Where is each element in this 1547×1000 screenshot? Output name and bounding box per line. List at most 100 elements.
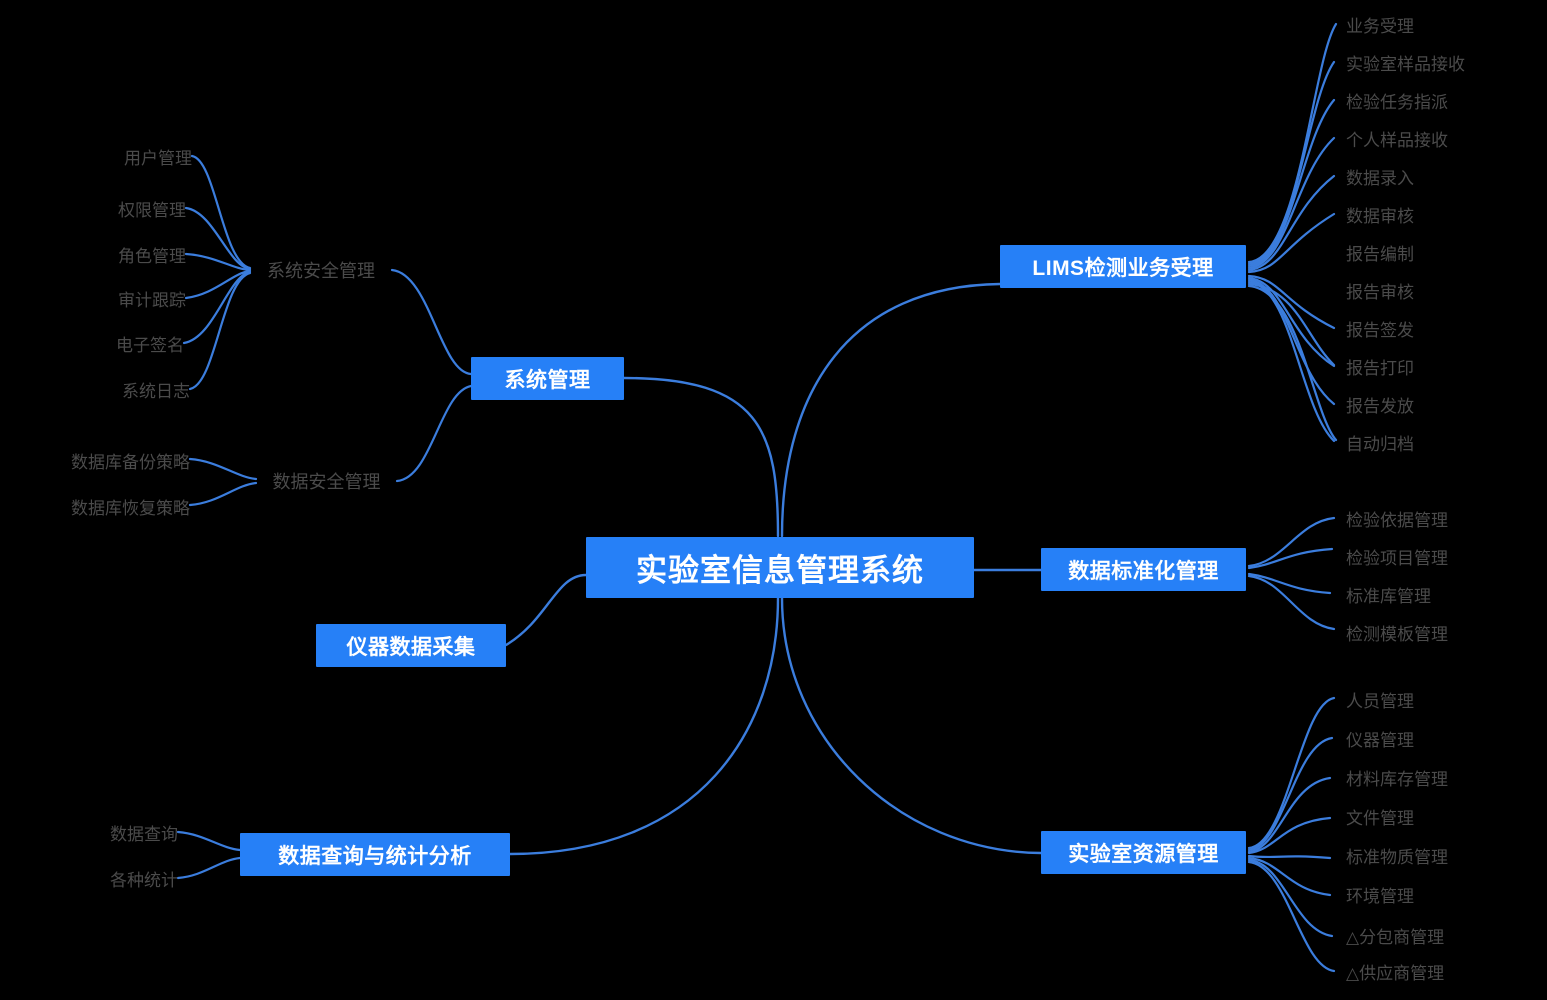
edge-security-to-audit <box>184 269 252 300</box>
edge-resource-to-item-6 <box>1247 858 1334 938</box>
leaf-label: 各种统计 <box>110 870 178 890</box>
leaf-user-management[interactable]: 用户管理 <box>62 142 192 170</box>
leaf-auto-archiving[interactable]: 自动归档 <box>1346 428 1536 456</box>
leaf-data-entry[interactable]: 数据录入 <box>1346 162 1536 190</box>
edge-resource-to-item-7 <box>1247 860 1336 973</box>
leaf-label: 业务受理 <box>1346 16 1414 36</box>
branch-node-laboratory-resource-management[interactable]: 实验室资源管理 <box>1041 831 1246 874</box>
leaf-label: 标准库管理 <box>1346 586 1431 606</box>
leaf-role-management[interactable]: 角色管理 <box>56 240 186 268</box>
branch-label-system-management: 系统管理 <box>504 368 591 392</box>
leaf-label: 文件管理 <box>1346 808 1414 828</box>
leaf-report-printing[interactable]: 报告打印 <box>1346 352 1536 380</box>
leaf-subcontractor-management[interactable]: △分包商管理 <box>1346 921 1536 949</box>
branch-label-data-query-and-statistical-analysis: 数据查询与统计分析 <box>278 844 472 868</box>
branch-label-lims-testing-business-acceptance: LIMS检测业务受理 <box>1032 256 1214 280</box>
leaf-material-inventory-management[interactable]: 材料库存管理 <box>1346 763 1536 791</box>
edge-lims-to-item-5 <box>1247 212 1336 274</box>
leaf-report-issuance[interactable]: 报告签发 <box>1346 314 1536 342</box>
edge-lims-to-item-1 <box>1247 60 1336 266</box>
edge-standardization-to-item-1 <box>1247 547 1334 570</box>
leaf-reference-material-management[interactable]: 标准物质管理 <box>1346 841 1536 869</box>
edge-lims-to-item-4 <box>1247 174 1336 272</box>
leaf-label: 数据审核 <box>1346 206 1414 226</box>
edge-root-to-instrument-data-acquisition <box>504 573 588 647</box>
edge-resource-to-item-2 <box>1247 776 1332 854</box>
edge-standardization-to-item-3 <box>1247 574 1336 631</box>
edge-lims-to-item-7 <box>1247 276 1336 368</box>
edge-standardization-to-item-0 <box>1247 516 1336 568</box>
leaf-label: 数据录入 <box>1346 168 1414 188</box>
leaf-label: 报告签发 <box>1346 320 1414 340</box>
edge-security-to-system-log <box>188 271 252 391</box>
leaf-label: 数据库恢复策略 <box>71 498 190 518</box>
leaf-test-template-management[interactable]: 检测模板管理 <box>1346 618 1536 646</box>
leaf-label: △供应商管理 <box>1346 963 1445 983</box>
root-node-label: 实验室信息管理系统 <box>636 553 924 588</box>
leaf-label: 检验依据管理 <box>1346 510 1448 530</box>
leaf-data-review[interactable]: 数据审核 <box>1346 200 1536 228</box>
branch-node-instrument-data-acquisition[interactable]: 仪器数据采集 <box>316 624 506 667</box>
leaf-system-log[interactable]: 系统日志 <box>60 375 190 403</box>
leaf-database-restore-policy[interactable]: 数据库恢复策略 <box>20 492 190 520</box>
edge-lims-to-item-3 <box>1247 136 1336 270</box>
leaf-instrument-management[interactable]: 仪器管理 <box>1346 724 1536 752</box>
leaf-standard-library-management[interactable]: 标准库管理 <box>1346 580 1536 608</box>
leaf-document-management[interactable]: 文件管理 <box>1346 802 1536 830</box>
edge-lims-to-item-8 <box>1247 278 1336 406</box>
edge-data-security-to-restore <box>188 481 258 507</box>
leaf-audit-trail[interactable]: 审计跟踪 <box>56 284 186 312</box>
edge-resource-to-item-5 <box>1247 856 1332 897</box>
leaf-personal-sample-receiving[interactable]: 个人样品接收 <box>1346 124 1536 152</box>
leaf-various-statistics[interactable]: 各种统计 <box>58 864 178 892</box>
leaf-label: 检测模板管理 <box>1346 624 1448 644</box>
leaf-permission-management[interactable]: 权限管理 <box>56 194 186 222</box>
leaf-inspection-item-management[interactable]: 检验项目管理 <box>1346 542 1536 570</box>
leaf-report-preparation[interactable]: 报告编制 <box>1346 238 1536 266</box>
leaf-lab-sample-receiving[interactable]: 实验室样品接收 <box>1346 48 1536 76</box>
edge-resource-to-item-3 <box>1247 816 1332 855</box>
leaf-label: 标准物质管理 <box>1346 847 1448 867</box>
branch-label-instrument-data-acquisition: 仪器数据采集 <box>346 635 476 659</box>
edge-system-management-to-data-security <box>395 384 473 483</box>
edge-root-to-data-query <box>508 596 780 856</box>
leaf-label: 材料库存管理 <box>1346 769 1448 789</box>
leaf-business-acceptance[interactable]: 业务受理 <box>1346 10 1536 38</box>
root-node[interactable]: 实验室信息管理系统 <box>586 537 974 598</box>
edge-lims-to-item-9 <box>1247 280 1336 443</box>
branch-node-data-query-and-statistical-analysis[interactable]: 数据查询与统计分析 <box>240 833 510 876</box>
leaf-label: 个人样品接收 <box>1346 130 1448 150</box>
subnode-data-security-management[interactable]: 数据安全管理 <box>256 466 397 496</box>
leaf-label: 审计跟踪 <box>118 290 186 310</box>
subnode-system-security-management[interactable]: 系统安全管理 <box>250 255 392 285</box>
leaf-electronic-signature[interactable]: 电子签名 <box>54 329 184 357</box>
leaf-personnel-management[interactable]: 人员管理 <box>1346 685 1536 713</box>
branch-node-lims-testing-business-acceptance[interactable]: LIMS检测业务受理 <box>1000 245 1246 288</box>
leaf-label: 报告审核 <box>1346 282 1414 302</box>
leaf-label: 报告打印 <box>1346 358 1414 378</box>
edge-lims-to-item-10 <box>1247 282 1336 367</box>
leaf-supplier-management[interactable]: △供应商管理 <box>1346 957 1536 985</box>
leaf-label: 用户管理 <box>124 148 192 168</box>
leaf-data-query[interactable]: 数据查询 <box>58 818 178 846</box>
edge-system-management-to-system-security <box>390 268 473 376</box>
branch-label-laboratory-resource-management: 实验室资源管理 <box>1068 842 1219 866</box>
leaf-report-review[interactable]: 报告审核 <box>1346 276 1536 304</box>
leaf-label: 环境管理 <box>1346 886 1414 906</box>
leaf-database-backup-policy[interactable]: 数据库备份策略 <box>20 446 190 474</box>
leaf-label: 数据库备份策略 <box>71 452 190 472</box>
leaf-environment-management[interactable]: 环境管理 <box>1346 880 1536 908</box>
leaf-inspection-basis-management[interactable]: 检验依据管理 <box>1346 504 1536 532</box>
branch-node-data-standardization-management[interactable]: 数据标准化管理 <box>1041 548 1246 591</box>
edge-data-security-to-backup <box>188 457 258 481</box>
edge-security-to-permission <box>184 206 252 271</box>
edge-lims-to-item-0 <box>1247 22 1338 264</box>
leaf-label: 仪器管理 <box>1346 730 1414 750</box>
edge-lims-to-item-11 <box>1247 284 1338 442</box>
leaf-inspection-task-assignment[interactable]: 检验任务指派 <box>1346 86 1536 114</box>
branch-node-system-management[interactable]: 系统管理 <box>471 357 624 400</box>
leaf-report-distribution[interactable]: 报告发放 <box>1346 390 1536 418</box>
subnode-label-data-security-management: 数据安全管理 <box>272 472 381 492</box>
edge-resource-to-item-1 <box>1247 736 1334 852</box>
